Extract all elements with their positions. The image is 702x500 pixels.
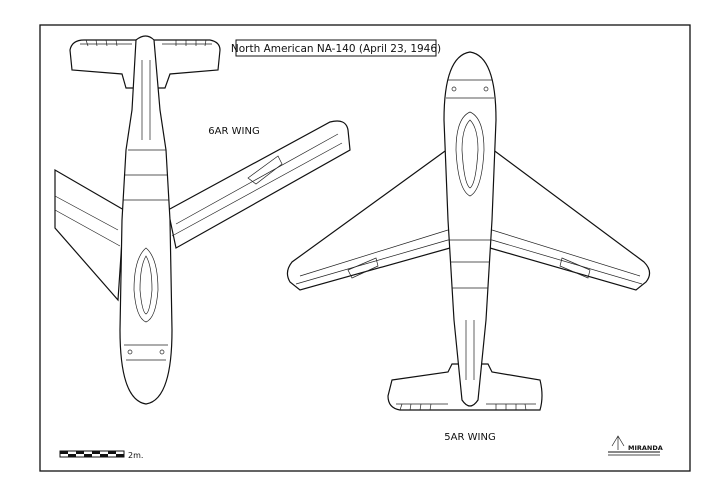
drawing-frame [39, 24, 691, 472]
canopy-6ar [133, 247, 159, 323]
wing-5ar-left [286, 144, 453, 291]
logo-text: MIRANDA [628, 444, 663, 452]
fuselage-5ar [443, 51, 497, 407]
fuselage-6ar [119, 35, 173, 405]
drawing-title: North American NA-140 (April 23, 1946) [231, 43, 441, 55]
wing-5ar-right [487, 144, 651, 291]
aircraft-5ar-view [286, 51, 651, 411]
scale-label: 2m. [128, 451, 143, 460]
wing-6ar-right [167, 120, 351, 249]
label-6ar-wing: 6AR WING [208, 126, 259, 137]
title-block: North American NA-140 (April 23, 1946) [231, 39, 441, 57]
wing-6ar-left [54, 168, 125, 302]
aircraft-6ar-view [54, 35, 351, 405]
scale-bar: 2m. [59, 450, 143, 460]
label-5ar-wing: 5AR WING [444, 432, 495, 443]
canopy-5ar [455, 111, 485, 197]
miranda-logo: MIRANDA [608, 435, 663, 456]
